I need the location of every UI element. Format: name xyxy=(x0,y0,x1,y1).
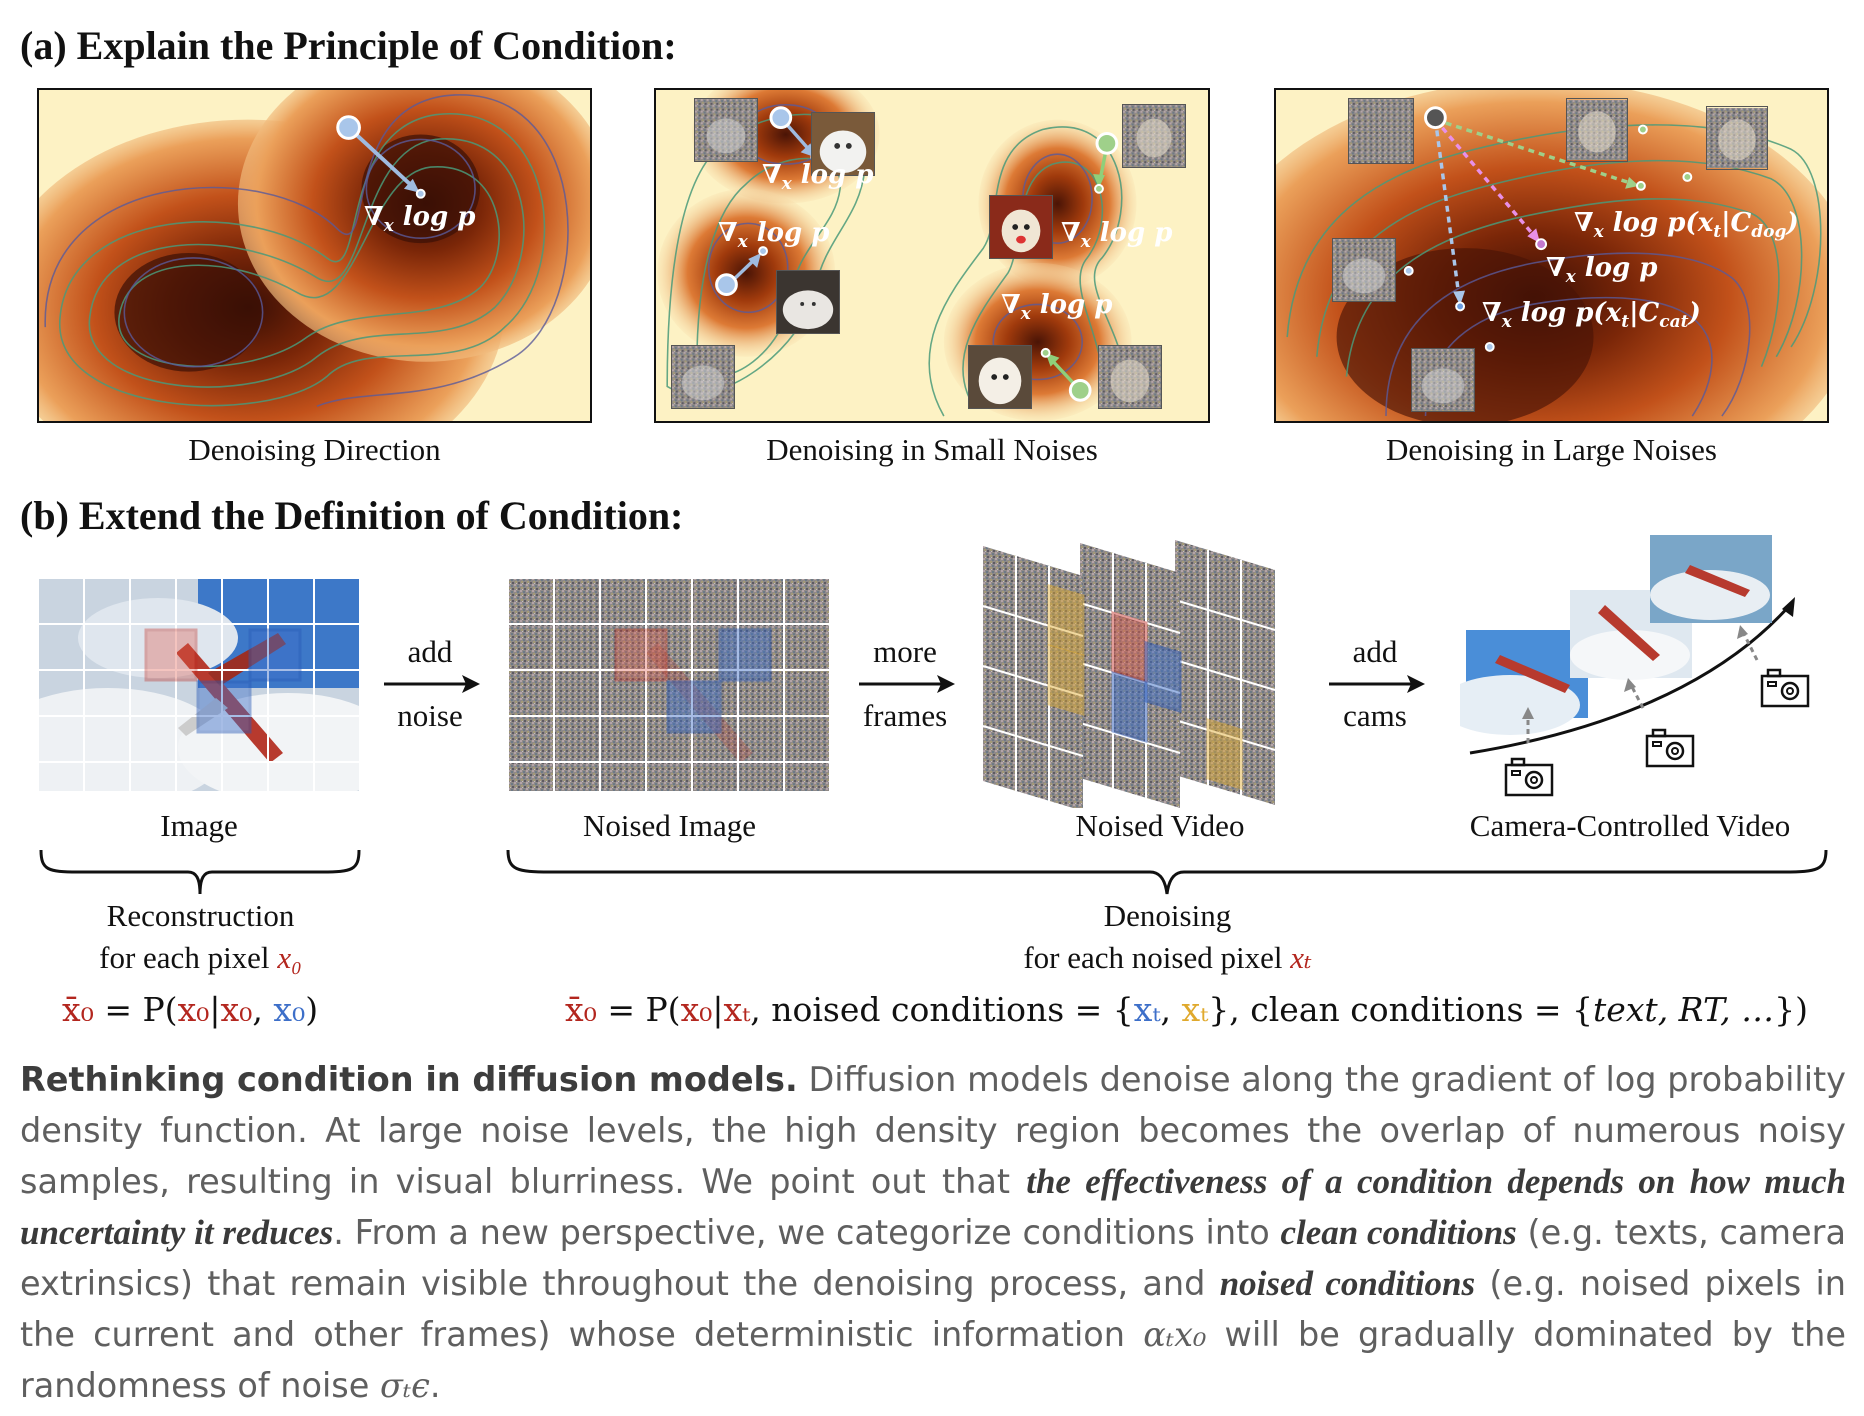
video-frame xyxy=(1460,630,1588,735)
stage-camera-video-caption: Camera-Controlled Video xyxy=(1469,808,1791,843)
right-brace xyxy=(506,849,1828,895)
gradient-label: ∇x log p xyxy=(1546,253,1658,287)
figure-caption: Rethinking condition in diffusion models… xyxy=(20,1054,1846,1411)
denoising-label: Denoising xyxy=(1103,898,1232,933)
noisy-cat-thumbnail xyxy=(671,345,735,409)
stage-image-caption: Image xyxy=(160,808,238,843)
noisy-dog-thumbnail xyxy=(1706,106,1768,170)
caption-text: Diffusion models denoise along the gradi… xyxy=(20,1060,1847,1201)
arrow-1-top-label: add xyxy=(407,634,453,669)
panel-denoising-direction: ∇x log p xyxy=(37,88,592,423)
denoising-equation: x̄₀ = P(x₀|xₜ, noised conditions = {xₜ, … xyxy=(565,990,1808,1029)
cat-thumbnail xyxy=(776,270,840,334)
noisy-cat-thumbnail xyxy=(1411,348,1475,412)
gradient-label: ∇x log p xyxy=(1001,290,1113,324)
caption-text: . xyxy=(429,1366,441,1405)
reconstruction-equation: x̄₀ = P(x₀|x₀, x₀) xyxy=(62,990,319,1029)
noisy-dog-thumbnail xyxy=(1098,345,1162,409)
denoising-sublabel: for each noised pixel xₜ xyxy=(1023,940,1312,975)
airplane-image xyxy=(38,578,360,791)
stage-noised-image-caption: Noised Image xyxy=(582,808,757,843)
density-contour-plot xyxy=(1276,90,1827,421)
noised-image xyxy=(508,578,831,791)
gradient-label: ∇x log p xyxy=(364,202,476,236)
caption-math: σₜϵ xyxy=(380,1366,430,1405)
right-arrow-icon xyxy=(859,675,955,693)
noised-video-frames xyxy=(982,540,1276,808)
camera-icon xyxy=(1504,757,1554,797)
gradient-label-ccat: ∇x log p(xt|Ccat) xyxy=(1482,298,1701,332)
arrow-2-top-label: more xyxy=(873,634,937,669)
left-brace xyxy=(39,849,361,895)
noisy-dog-thumbnail xyxy=(1566,98,1628,162)
cat-thumbnail xyxy=(811,112,875,176)
panel-large-noises: ∇x log p(xt|Cdog) ∇x log p ∇x log p(xt|C… xyxy=(1274,88,1829,423)
noisy-dog-thumbnail xyxy=(1122,104,1186,168)
caption-text: (e.g. noised pixels in the current and o… xyxy=(20,1264,1846,1354)
camera-icon xyxy=(1760,668,1810,708)
panel-2-caption: Denoising in Small Noises xyxy=(766,432,1098,467)
arrow-1-bottom-label: noise xyxy=(397,698,463,733)
panel-small-noises: ∇x log p ∇x log p ∇x log p ∇x log p xyxy=(654,88,1210,423)
density-contour-plot xyxy=(39,90,590,421)
noisy-cat-thumbnail xyxy=(694,98,758,162)
panel-3-caption: Denoising in Large Noises xyxy=(1386,432,1717,467)
arrow-3-bottom-label: cams xyxy=(1343,698,1407,733)
caption-emphasis: the effectiveness of a condition depends… xyxy=(20,1162,1846,1252)
section-b-title: (b) Extend the Definition of Condition: xyxy=(20,493,684,538)
caption-text: . From a new perspective, we categorize … xyxy=(333,1213,1281,1252)
camera-controlled-video xyxy=(1460,535,1795,755)
gradient-label: ∇x log p xyxy=(1061,218,1173,252)
stage-noised-video-caption: Noised Video xyxy=(1075,808,1245,843)
noisy-cat-thumbnail xyxy=(1332,238,1396,302)
pure-noise-thumbnail xyxy=(1348,98,1414,164)
gradient-label: ∇x log p xyxy=(762,160,874,194)
dog-thumbnail xyxy=(968,345,1032,409)
arrow-3-top-label: add xyxy=(1352,634,1398,669)
caption-emphasis: clean conditions xyxy=(1280,1213,1517,1252)
camera-icon xyxy=(1645,728,1695,768)
section-a-title: (a) Explain the Principle of Condition: xyxy=(20,23,677,68)
caption-lead: Rethinking condition in diffusion models… xyxy=(20,1060,798,1099)
gradient-label: ∇x log p xyxy=(718,218,830,252)
right-arrow-icon xyxy=(1329,675,1425,693)
video-frame xyxy=(1650,535,1772,623)
panel-1-caption: Denoising Direction xyxy=(188,432,441,467)
gradient-label-cdog: ∇x log p(xt|Cdog) xyxy=(1574,208,1799,242)
caption-text: (e.g. texts, camera extrinsics) that rem… xyxy=(20,1213,1846,1303)
dog-thumbnail xyxy=(989,195,1053,259)
reconstruction-sublabel: for each pixel x₀ xyxy=(99,940,302,975)
caption-text: will be gradually dominated by the rando… xyxy=(20,1315,1846,1405)
caption-emphasis: noised conditions xyxy=(1219,1264,1476,1303)
reconstruction-label: Reconstruction xyxy=(106,898,295,933)
caption-math: αₜx₀ xyxy=(1143,1315,1207,1354)
right-arrow-icon xyxy=(384,675,480,693)
arrow-2-bottom-label: frames xyxy=(862,698,948,733)
